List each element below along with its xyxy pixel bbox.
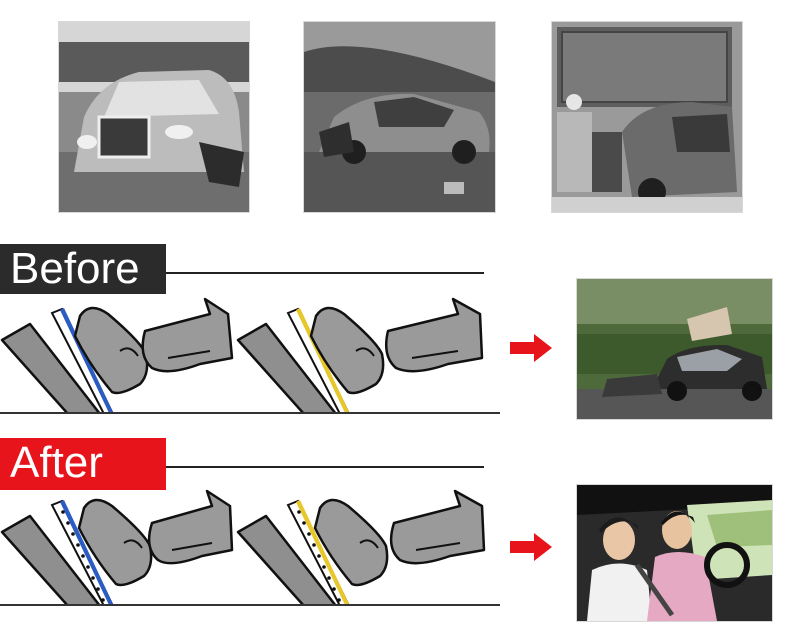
after-diagram-blue-pad — [0, 489, 234, 606]
photo-accident-result — [576, 278, 773, 420]
after-diagram-yellow-pad — [236, 489, 486, 606]
photo-truck-collision — [551, 21, 743, 213]
before-diagram-yellow-pad — [236, 297, 484, 414]
photo-happy-drivers — [576, 484, 773, 622]
right-arrow-icon — [510, 334, 552, 362]
photo-luxury-car-damaged — [58, 21, 250, 213]
before-floor-line — [0, 412, 500, 414]
photo-crashed-sedan — [303, 21, 496, 213]
right-arrow-icon — [510, 533, 552, 561]
after-floor-line — [0, 604, 500, 606]
before-label: Before — [0, 244, 166, 294]
after-heading-line — [166, 466, 484, 468]
before-heading-line — [166, 272, 484, 274]
after-label: After — [0, 438, 166, 490]
before-diagram-blue-pad — [0, 297, 234, 414]
